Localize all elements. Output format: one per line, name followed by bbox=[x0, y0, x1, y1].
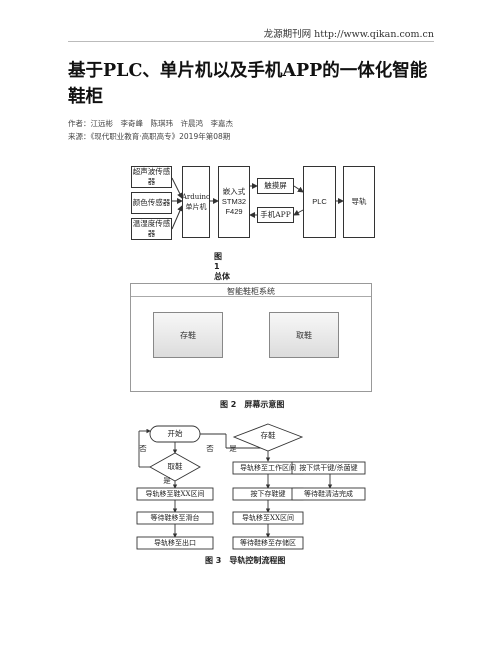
figure-1-connectors bbox=[171, 177, 344, 230]
right-step-2-box bbox=[291, 487, 366, 501]
stm32-line-3: F429 bbox=[225, 207, 243, 216]
mid-step-3: 导轨移至XX区间 bbox=[242, 514, 294, 522]
store-shoe-button[interactable]: 存鞋 bbox=[153, 312, 223, 358]
figure-2-title: 屏幕示意图 bbox=[244, 400, 285, 409]
no-label-2: 否 bbox=[206, 444, 214, 453]
start-label: 开始 bbox=[167, 429, 183, 438]
figure-2-caption: 图 2 屏幕示意图 bbox=[220, 399, 284, 410]
right-step-2: 等待鞋清洁完成 bbox=[304, 490, 353, 498]
stm32-box: 嵌入式 STM32 F429 bbox=[218, 166, 250, 238]
article-source: 来源：《现代职业教育·高职高专》2019年第08期 bbox=[68, 132, 231, 141]
take-shoe-button[interactable]: 取鞋 bbox=[269, 312, 339, 358]
mid-step-4: 等待鞋移至存储区 bbox=[240, 539, 296, 547]
yes-label-2: 是 bbox=[229, 444, 237, 453]
figure-3-title: 导轨控制流程图 bbox=[229, 556, 286, 565]
ultrasonic-sensor-box: 超声波传感器 bbox=[131, 166, 172, 188]
left-step-3-box bbox=[136, 536, 214, 550]
mid-step-2: 按下存鞋键 bbox=[250, 490, 286, 498]
right-step-1-box bbox=[291, 461, 366, 475]
figure-3-caption: 图 3 导轨控制流程图 bbox=[205, 555, 285, 566]
figure-1-number: 图 1 bbox=[214, 252, 222, 271]
color-sensor-box: 颜色传感器 bbox=[131, 192, 172, 214]
left-step-3: 导轨移至出口 bbox=[154, 539, 196, 547]
left-step-2: 等待鞋移至滑台 bbox=[150, 514, 200, 522]
right-step-1: 按下烘干键/杀菌键 bbox=[299, 464, 358, 472]
store-decision-label: 存鞋 bbox=[260, 431, 276, 440]
touchscreen-box: 触摸屏 bbox=[257, 178, 294, 194]
store-decision-diamond bbox=[232, 423, 304, 452]
screen-title-divider bbox=[131, 296, 371, 297]
rail-box: 导轨 bbox=[343, 166, 375, 238]
journal-site-header: 龙源期刊网 http://www.qikan.com.cn bbox=[263, 29, 434, 40]
take-decision-label: 取鞋 bbox=[167, 462, 183, 471]
mid-step-1: 导轨移至工作区间 bbox=[240, 464, 296, 472]
article-authors: 作者：江远彬 李奇峰 陈琪玮 许晨鸿 李嘉杰 bbox=[68, 119, 233, 128]
figure-2-screen-mockup: 智能鞋柜系统 存鞋 取鞋 bbox=[130, 283, 372, 392]
left-step-2-box bbox=[136, 511, 214, 525]
header-divider bbox=[68, 41, 434, 42]
plc-box: PLC bbox=[303, 166, 336, 238]
stm32-line-1: 嵌入式 bbox=[222, 187, 246, 196]
no-label-1: 否 bbox=[139, 444, 147, 453]
start-terminal bbox=[149, 425, 201, 443]
mobile-app-box: 手机APP bbox=[257, 207, 294, 223]
temp-humidity-sensor-box: 温湿度传感器 bbox=[131, 218, 172, 240]
screen-window-title: 智能鞋柜系统 bbox=[227, 287, 275, 296]
arduino-mcu-box: Arduino单片机 bbox=[182, 166, 210, 238]
figure-2-number: 图 2 bbox=[220, 400, 237, 409]
left-step-1: 导轨移至鞋XX区间 bbox=[145, 490, 205, 498]
article-title: 基于PLC、单片机以及手机APP的一体化智能鞋柜 bbox=[68, 61, 428, 107]
yes-label-1: 是 bbox=[163, 476, 171, 485]
figure-3-number: 图 3 bbox=[205, 556, 222, 565]
left-step-1-box bbox=[136, 487, 214, 501]
mid-step-4-box bbox=[232, 536, 304, 550]
stm32-line-2: STM32 bbox=[221, 197, 247, 206]
take-decision-diamond bbox=[149, 452, 201, 482]
mid-step-3-box bbox=[232, 511, 304, 525]
